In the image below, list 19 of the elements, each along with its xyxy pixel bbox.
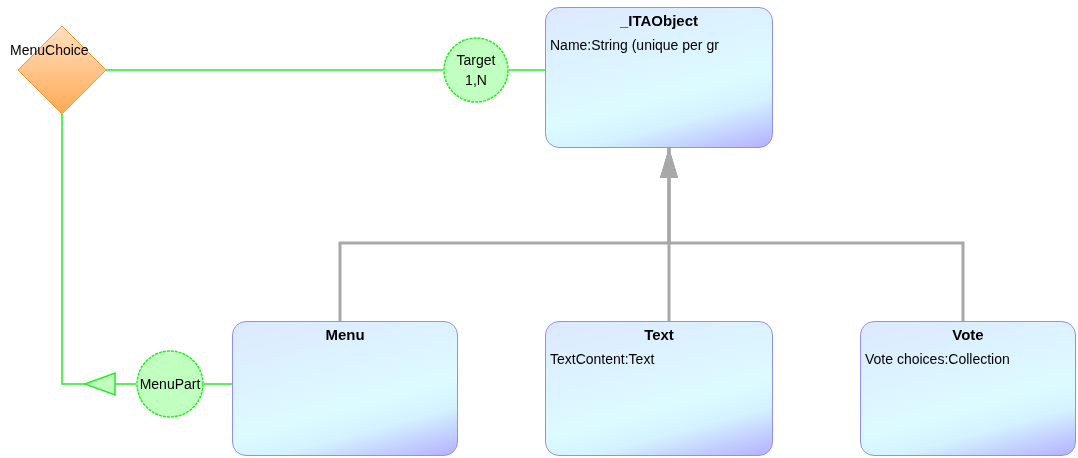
class-box <box>232 321 458 456</box>
arrow <box>660 148 965 321</box>
role-label: Target 1,N <box>455 51 497 90</box>
attribute-text: Name:String (unique per gr <box>550 37 719 53</box>
attribute-text: TextContent:Text <box>550 351 655 367</box>
connector-line <box>105 69 444 71</box>
diamond-label: MenuChoice <box>10 42 89 58</box>
class-name: Text <box>644 326 674 343</box>
class-box <box>545 7 773 148</box>
role-label: MenuPart <box>138 375 202 394</box>
class-name: Vote <box>952 326 984 343</box>
arrow <box>61 113 137 396</box>
class-name: Menu <box>325 326 365 343</box>
class-box <box>545 321 773 456</box>
connector-line <box>508 69 546 71</box>
attribute-text: Vote choices:Collection <box>865 351 1010 367</box>
class-name: _ITAObject <box>619 12 699 29</box>
connector-line <box>203 383 233 385</box>
class-box <box>860 321 1076 456</box>
